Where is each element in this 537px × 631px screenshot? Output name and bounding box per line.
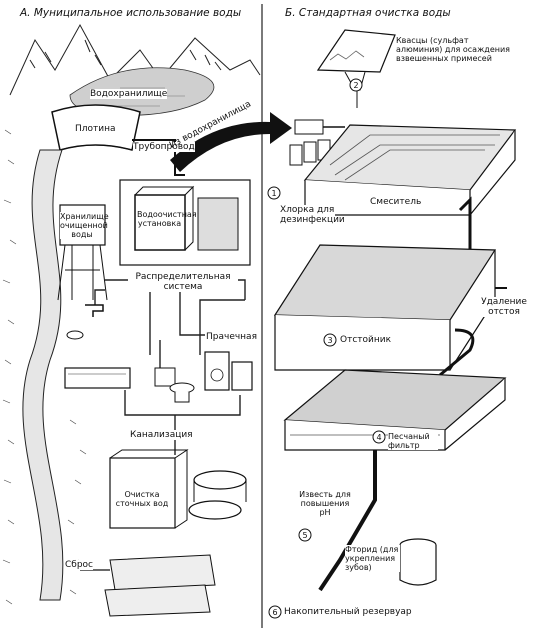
sludge-removal-label: Удаление отстоя bbox=[478, 297, 530, 317]
pipe-mixer-to-settling bbox=[458, 196, 472, 270]
step-markers bbox=[267, 78, 386, 619]
step-2-number: 2 bbox=[353, 81, 358, 90]
storage-tank-label: Накопительный резервуар bbox=[284, 607, 412, 617]
sand-filter-label: Песчаный фильтр bbox=[388, 432, 438, 450]
pipe-settling-to-filter bbox=[439, 328, 475, 377]
bathtub-illustration bbox=[64, 367, 131, 389]
dam-label: Плотина bbox=[75, 124, 116, 134]
step-6-number: 6 bbox=[272, 608, 277, 617]
faucet-illustration bbox=[66, 304, 104, 340]
step-4-number: 4 bbox=[376, 433, 381, 442]
step-1-number: 1 bbox=[271, 189, 276, 198]
toilet-illustration bbox=[154, 367, 195, 403]
arrow-to-treatment bbox=[170, 112, 292, 172]
mixer-illustration bbox=[303, 124, 517, 216]
step-5-number: 5 bbox=[302, 531, 307, 540]
river-bank-hatching bbox=[2, 129, 87, 605]
reservoir-label: Водохранилище bbox=[90, 89, 168, 99]
sewer-label: Канализация bbox=[130, 430, 193, 440]
pipeline-label: Трубопровод bbox=[133, 142, 195, 152]
mixer-label: Смеситель bbox=[370, 197, 422, 207]
treated-storage-label: Хранилище очищенной воды bbox=[60, 212, 109, 239]
step-3-number: 3 bbox=[327, 336, 332, 345]
settling-tank-label: Отстойник bbox=[340, 335, 392, 345]
alum-label: Квасцы (сульфат алюминия) для осаждения … bbox=[396, 36, 514, 63]
sewage-treatment-illustration bbox=[109, 449, 247, 529]
distribution-label: Распределительная система bbox=[128, 272, 238, 292]
fluoride-drum-illustration bbox=[399, 538, 437, 586]
laundry-label: Прачечная bbox=[206, 332, 257, 342]
chlorine-label: Хлорка для дезинфекции bbox=[280, 205, 345, 225]
alum-hopper-illustration bbox=[316, 29, 396, 108]
discharge-label: Сброс bbox=[65, 560, 94, 570]
discharge-ponds-illustration bbox=[80, 554, 216, 617]
river-illustration bbox=[22, 149, 64, 601]
treatment-plant-label: Водоочистная установка bbox=[137, 210, 197, 228]
mountains-illustration bbox=[9, 23, 261, 96]
lime-label: Известь для повышения pH bbox=[295, 490, 355, 517]
distribution-pipes bbox=[94, 279, 246, 375]
sewage-treatment-label: Очистка сточных вод bbox=[113, 490, 171, 508]
panel-a-title: А. Муниципальное использование воды bbox=[20, 7, 242, 19]
laundry-machines-illustration bbox=[204, 351, 253, 391]
panel-b-title: Б. Стандартная очистка воды bbox=[285, 7, 451, 19]
pipe-filter-to-storage bbox=[318, 450, 377, 592]
settling-tank-illustration bbox=[273, 244, 507, 371]
fluoride-label: Фторид (для укрепления зубов) bbox=[345, 545, 400, 572]
